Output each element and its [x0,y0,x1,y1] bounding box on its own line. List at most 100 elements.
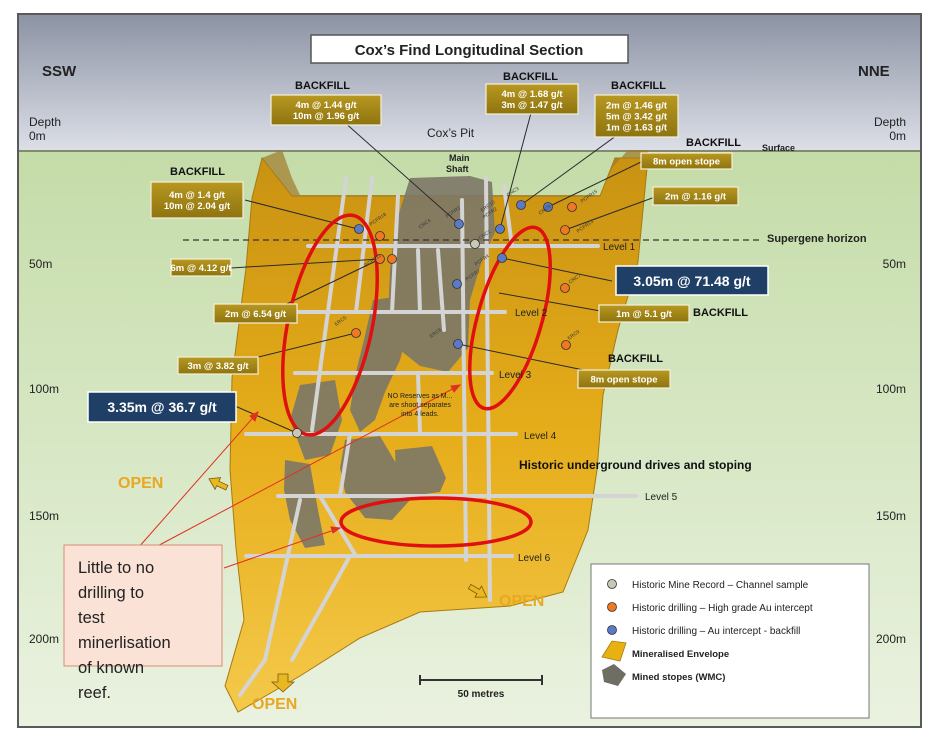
depth-left-label: Depth [29,115,61,129]
depth-tick-right: 50m [883,257,906,271]
intercept-line: 3m @ 1.47 g/t [501,100,563,111]
arrow-icon [467,583,488,598]
note-line: are shoot separates [389,402,451,409]
callout-line: reef. [78,684,111,702]
backfill-label: BACKFILL [608,353,663,365]
supergene-label: Supergene horizon [767,233,867,245]
legend-label: Historic Mine Record – Channel sample [632,580,809,591]
backfill-label: BACKFILL [295,80,350,92]
drill-hole-dot [452,279,462,289]
depth-tick-right: 200m [876,632,906,646]
legend-item: Historic drilling – Au intercept - backf… [607,625,800,637]
legend-label: Mineralised Envelope [632,649,729,660]
legend-item: Mineralised Envelope [601,640,729,662]
diagram-title: Cox’s Find Longitudinal Section [355,42,584,59]
legend-swatch [602,664,626,686]
highlight-text: 3.05m @ 71.48 g/t [633,273,750,289]
drill-hole-dot [292,428,302,438]
level-label: Level 3 [499,370,532,381]
depth-ticks-left: 50m 100m 150m 200m [29,257,59,646]
depth-tick-left: 150m [29,509,59,523]
depth-right-label: Depth [874,115,906,129]
intercept-line: 6m @ 4.12 g/t [170,263,232,274]
intercept-line: 1m @ 1.63 g/t [606,123,668,134]
title-box [310,34,629,64]
intercept-box: 2m @ 1.16 g/t [652,186,739,206]
callout-line: of known [78,659,144,677]
intercept-box: 6m @ 4.12 g/t [170,258,232,277]
depth-tick-left: 50m [29,257,52,271]
callout-line: test [78,609,105,627]
intercept-line: 2m @ 1.46 g/t [606,101,668,112]
target-ellipse-level5 [339,496,533,548]
surface-label: Surface [762,143,795,153]
depth-ticks-right: 50m 100m 150m 200m [876,257,906,646]
intercept-line: 10m @ 1.96 g/t [293,111,360,122]
historic-drives-label: Historic underground drives and stoping [519,458,752,472]
intercept-box: 8m open stope [640,152,733,170]
intercept-line: 8m open stope [590,375,657,386]
highlight-box [87,391,237,423]
intercept-box: 3m @ 3.82 g/t [177,356,259,375]
open-label-south: OPEN [252,696,297,713]
intercept-line: 4m @ 1.68 g/t [501,89,563,100]
level-label: Level 1 [603,242,636,253]
intercept-line: 10m @ 2.04 g/t [164,201,231,212]
level-label: Level 4 [524,431,557,442]
drill-hole-dot [375,231,385,241]
depth-tick-left: 200m [29,632,59,646]
drill-hole-dot [387,254,397,264]
drill-hole-dot [453,339,463,349]
drill-hole-dot [567,202,577,212]
level-label: Level 5 [645,492,678,503]
drill-hole-dot [560,225,570,235]
drill-hole-dot [470,239,480,249]
drill-hole-dot [375,254,385,264]
callout-arrows [137,384,462,569]
backfill-headers: BACKFILL BACKFILL BACKFILL BACKFILL BACK… [170,71,748,365]
pit-label: Cox’s Pit [427,126,475,140]
direction-left: SSW [42,63,77,80]
callout-line: drilling to [78,584,144,602]
callout-line: minerlisation [78,634,171,652]
depth-tick-left: 100m [29,382,59,396]
highlight-box [615,265,769,296]
drill-hole-dot [561,340,571,350]
backfill-label: BACKFILL [503,71,558,83]
drill-hole-dot [495,224,505,234]
no-reserves-note: NO Reserves as M... are shoot separates … [388,393,453,418]
intercept-line: 5m @ 3.42 g/t [606,112,668,123]
legend-item: Mined stopes (WMC) [602,664,725,686]
intercept-line: 8m open stope [653,157,720,168]
shaft-label-line2: Shaft [446,164,469,174]
legend-label: Mined stopes (WMC) [632,672,725,683]
drill-hole-dot [354,224,364,234]
level-label: Level 6 [518,553,551,564]
drill-hole-dot [497,253,507,263]
scale-bar [419,675,543,685]
intercept-box: 4m @ 1.68 g/t3m @ 1.47 g/t [485,83,579,115]
depth-tick-right: 150m [876,509,906,523]
drill-hole-dots [292,200,577,438]
shaft-label-line1: Main [449,153,470,163]
intercept-box: 8m open stope [577,369,671,389]
arrow-icon [270,673,296,693]
legend-swatch [607,602,617,612]
scale-label: 50 metres [458,689,505,700]
intercept-line: 2m @ 1.16 g/t [665,192,727,203]
depth-right-zero: 0m [889,129,906,143]
target-ellipse-east [468,225,552,411]
legend-label: Historic drilling – High grade Au interc… [632,603,813,614]
legend-swatch [607,625,617,635]
intercept-line: 4m @ 1.44 g/t [295,100,357,111]
legend-item: Historic drilling – High grade Au interc… [607,602,813,614]
note-line: into 4 leads. [401,411,439,418]
depth-tick-right: 100m [876,382,906,396]
drill-hole-dot [560,283,570,293]
legend-item: Historic Mine Record – Channel sample [607,579,809,591]
intercept-line: 4m @ 1.4 g/t [169,190,226,201]
drill-hole-dot [351,328,361,338]
open-label-east: OPEN [499,593,544,610]
